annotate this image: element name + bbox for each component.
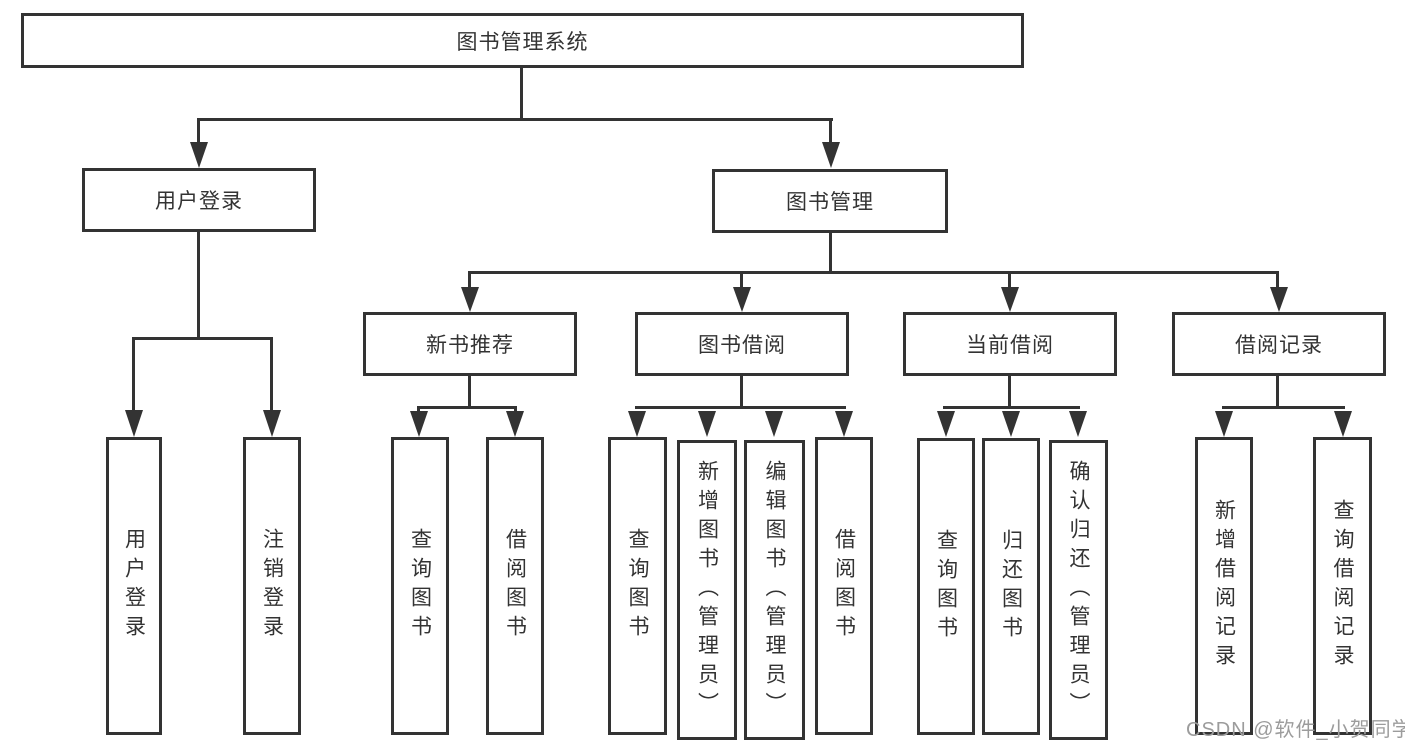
leaf-borrow-query-book-label: 查询图书 bbox=[626, 528, 650, 644]
leaf-record-query-label: 查询借阅记录 bbox=[1331, 499, 1355, 673]
arrow-down-icon bbox=[1002, 411, 1020, 437]
arrow-down-icon bbox=[125, 410, 143, 437]
watermark: CSDN @软件_小贺同学 bbox=[1186, 719, 1405, 741]
node-new-book-recommend-label: 新书推荐 bbox=[426, 334, 514, 357]
leaf-record-query: 查询借阅记录 bbox=[1313, 437, 1372, 735]
arrow-down-icon bbox=[628, 411, 646, 437]
connector-line bbox=[1276, 376, 1279, 408]
leaf-current-query-book: 查询图书 bbox=[917, 438, 975, 735]
node-root: 图书管理系统 bbox=[21, 13, 1024, 68]
arrow-down-icon bbox=[765, 411, 783, 437]
connector-line bbox=[468, 376, 471, 408]
node-borrow-record-label: 借阅记录 bbox=[1235, 334, 1323, 357]
connector-line bbox=[270, 337, 273, 411]
connector-line bbox=[1222, 406, 1345, 409]
connector-line bbox=[514, 406, 517, 412]
leaf-recommend-borrow-book: 借阅图书 bbox=[486, 437, 544, 735]
arrow-down-icon bbox=[1001, 287, 1019, 312]
connector-line bbox=[132, 337, 273, 340]
arrow-down-icon bbox=[733, 287, 751, 312]
leaf-recommend-query-book-label: 查询图书 bbox=[408, 528, 432, 644]
connector-line bbox=[417, 406, 517, 409]
leaf-record-add-label: 新增借阅记录 bbox=[1212, 499, 1236, 673]
connector-line bbox=[740, 376, 743, 408]
leaf-current-return-book-label: 归还图书 bbox=[999, 528, 1023, 645]
connector-line bbox=[197, 118, 200, 144]
leaf-record-add: 新增借阅记录 bbox=[1195, 437, 1253, 735]
node-borrow-record: 借阅记录 bbox=[1172, 312, 1386, 376]
leaf-borrow-add-book: 新增图书（管理员） bbox=[677, 440, 737, 740]
connector-line bbox=[635, 406, 846, 409]
leaf-recommend-borrow-book-label: 借阅图书 bbox=[503, 528, 527, 644]
connector-line bbox=[520, 68, 523, 120]
connector-line bbox=[468, 271, 471, 288]
node-book-borrow: 图书借阅 bbox=[635, 312, 849, 376]
connector-line bbox=[468, 271, 1279, 274]
node-book-management-label: 图书管理 bbox=[786, 191, 874, 214]
arrow-down-icon bbox=[263, 410, 281, 437]
node-user-login-label: 用户登录 bbox=[155, 190, 243, 213]
node-user-login: 用户登录 bbox=[82, 168, 316, 232]
leaf-current-confirm-return: 确认归还（管理员） bbox=[1049, 440, 1108, 740]
node-root-label: 图书管理系统 bbox=[456, 30, 589, 54]
connector-line bbox=[198, 118, 833, 121]
arrow-down-icon bbox=[1215, 411, 1233, 437]
connector-line bbox=[417, 406, 420, 412]
leaf-logout: 注销登录 bbox=[243, 437, 301, 735]
leaf-recommend-query-book: 查询图书 bbox=[391, 437, 449, 735]
leaf-user-login: 用户登录 bbox=[106, 437, 162, 735]
leaf-current-return-book: 归还图书 bbox=[982, 438, 1040, 735]
leaf-borrow-edit-book: 编辑图书（管理员） bbox=[744, 440, 805, 740]
connector-line bbox=[740, 271, 743, 288]
leaf-borrow-add-book-label: 新增图书（管理员） bbox=[695, 459, 719, 721]
arrow-down-icon bbox=[461, 287, 479, 312]
arrow-down-icon bbox=[190, 142, 208, 168]
connector-line bbox=[829, 233, 832, 273]
connector-line bbox=[197, 232, 200, 339]
node-new-book-recommend: 新书推荐 bbox=[363, 312, 577, 376]
leaf-borrow-edit-book-label: 编辑图书（管理员） bbox=[763, 459, 787, 721]
connector-line bbox=[1008, 271, 1011, 288]
arrow-down-icon bbox=[937, 411, 955, 437]
leaf-current-confirm-return-label: 确认归还（管理员） bbox=[1067, 459, 1091, 721]
arrow-down-icon bbox=[698, 411, 716, 437]
arrow-down-icon bbox=[1069, 411, 1087, 437]
arrow-down-icon bbox=[410, 411, 428, 437]
leaf-borrow-borrow-book: 借阅图书 bbox=[815, 437, 873, 735]
node-book-borrow-label: 图书借阅 bbox=[698, 334, 786, 357]
arrow-down-icon bbox=[1334, 411, 1352, 437]
connector-line bbox=[829, 118, 832, 144]
leaf-logout-label: 注销登录 bbox=[260, 528, 284, 644]
node-current-borrow-label: 当前借阅 bbox=[966, 334, 1054, 357]
node-current-borrow: 当前借阅 bbox=[903, 312, 1117, 376]
leaf-current-query-book-label: 查询图书 bbox=[934, 528, 958, 645]
arrow-down-icon bbox=[822, 142, 840, 168]
arrow-down-icon bbox=[835, 411, 853, 437]
arrow-down-icon bbox=[506, 411, 524, 437]
leaf-borrow-query-book: 查询图书 bbox=[608, 437, 667, 735]
leaf-borrow-borrow-book-label: 借阅图书 bbox=[832, 528, 856, 644]
connector-line bbox=[1276, 271, 1279, 288]
connector-line bbox=[132, 337, 135, 411]
arrow-down-icon bbox=[1270, 287, 1288, 312]
connector-line bbox=[1008, 376, 1011, 408]
node-book-management: 图书管理 bbox=[712, 169, 948, 233]
leaf-user-login-label: 用户登录 bbox=[122, 528, 146, 644]
connector-line bbox=[943, 406, 1080, 409]
